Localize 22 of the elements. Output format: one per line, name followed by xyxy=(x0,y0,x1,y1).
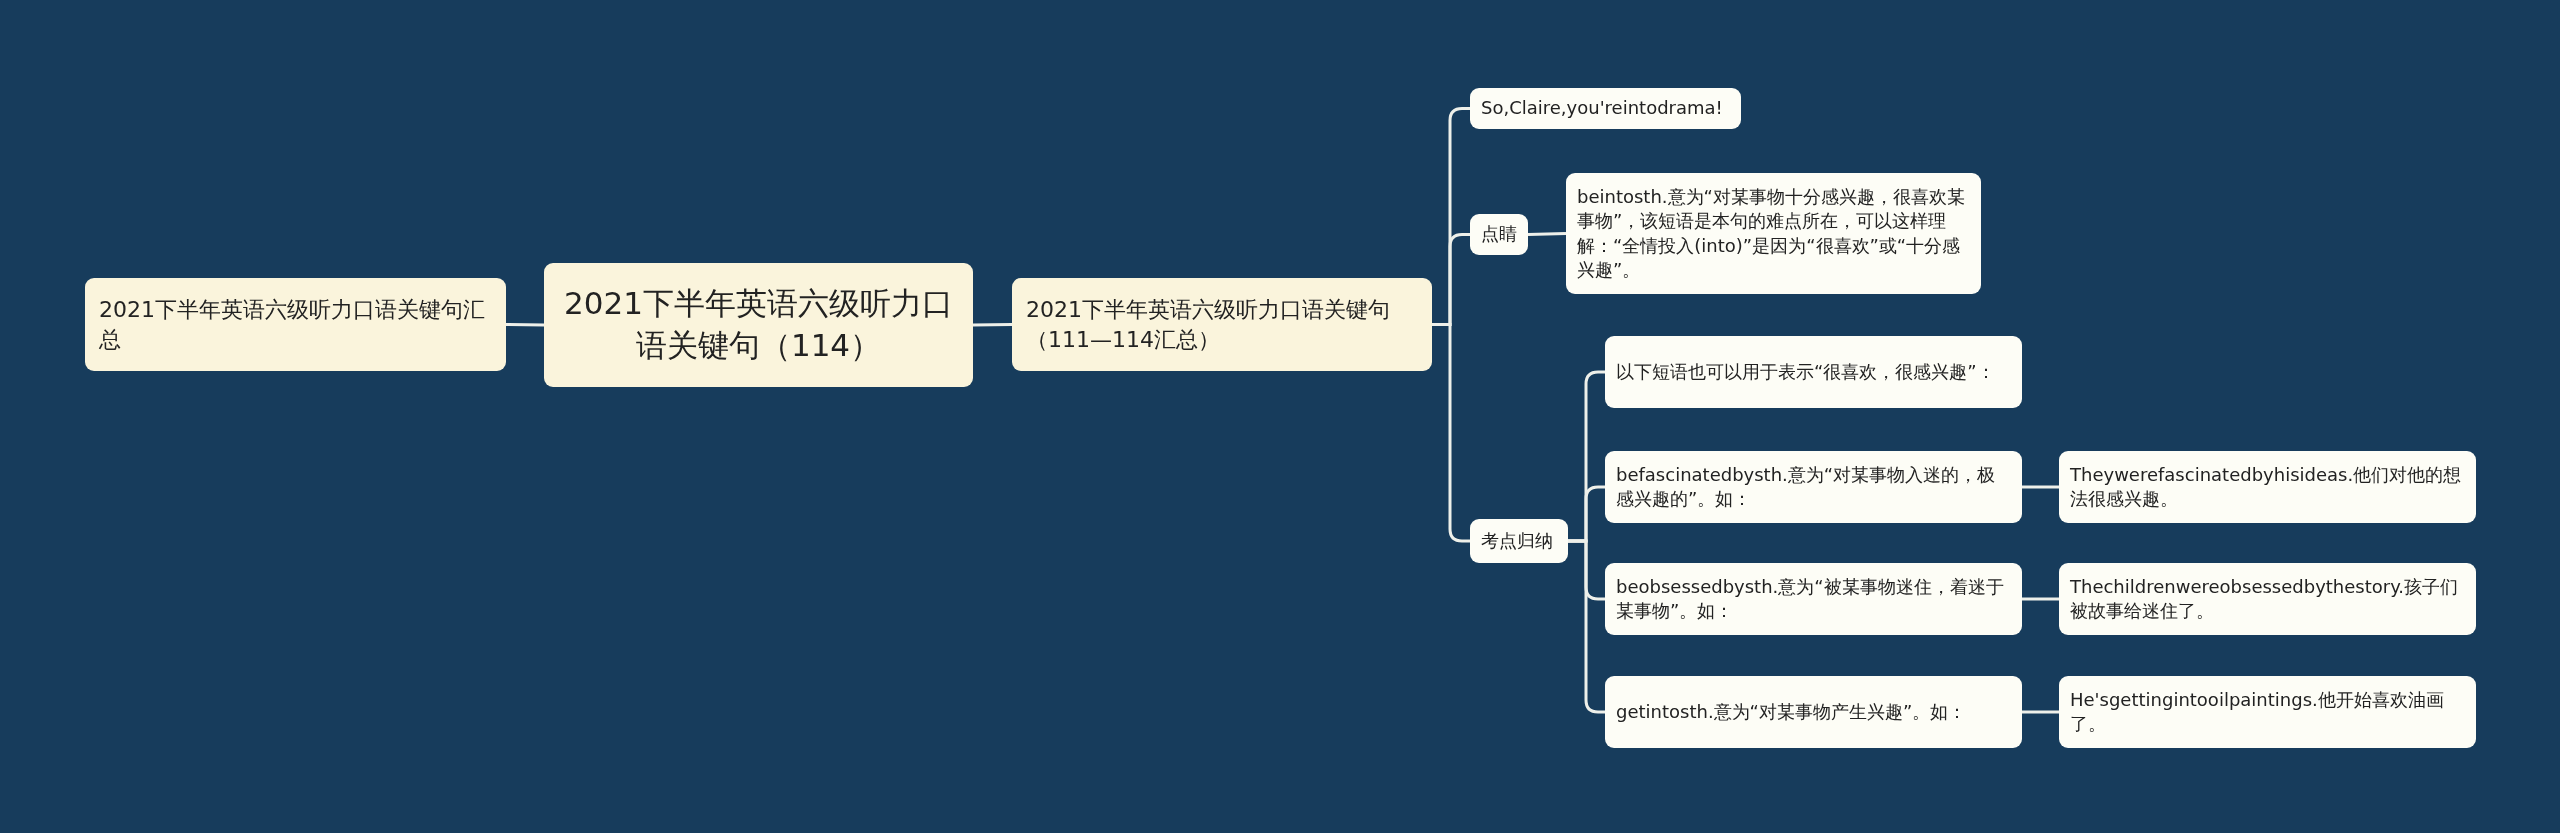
connector xyxy=(2022,485,2059,489)
leaf-box: So,Claire,you'reintodrama! xyxy=(1470,88,1741,129)
leaf-box: getintosth.意为“对某事物产生兴趣”。如： xyxy=(1605,676,2022,748)
leaf-box: beintosth.意为“对某事物十分感兴趣，很喜欢某事物”，该短语是本句的难点所在，可以这样理解：“全情投入(into)”是因为“很喜欢”或“十分感兴趣”。 xyxy=(1566,173,1981,294)
leaf-box: befascinatedbysth.意为“对某事物入迷的，极感兴趣的”。如： xyxy=(1605,451,2022,523)
leaf-box: beobsessedbysth.意为“被某事物迷住，着迷于某事物”。如： xyxy=(1605,563,2022,635)
connector xyxy=(1527,232,1567,236)
branch-box: 2021下半年英语六级听力口语关键句（111—114汇总） xyxy=(1012,278,1432,371)
connector xyxy=(1432,323,1470,543)
branch-box: 2021下半年英语六级听力口语关键句汇总 xyxy=(85,278,506,371)
leaf-box: 点睛 xyxy=(1470,214,1528,255)
connector xyxy=(2022,597,2059,601)
leaf-box: Thechildrenwereobsessedbythestory.孩子们被故事给迷住了。 xyxy=(2059,563,2476,635)
connector xyxy=(972,323,1013,327)
leaf-box: 以下短语也可以用于表示“很喜欢，很感兴趣”： xyxy=(1605,336,2022,408)
leaf-box: 考点归纳 xyxy=(1470,519,1568,563)
leaf-box: Theywerefascinatedbyhisideas.他们对他的想法很感兴趣。 xyxy=(2059,451,2476,523)
connector xyxy=(2022,710,2059,714)
leaf-box: He'sgettingintooilpaintings.他开始喜欢油画了。 xyxy=(2059,676,2476,748)
connector xyxy=(505,323,545,327)
connector xyxy=(1568,539,1605,714)
topic-box: 2021下半年英语六级听力口语关键句（114） xyxy=(544,263,973,387)
